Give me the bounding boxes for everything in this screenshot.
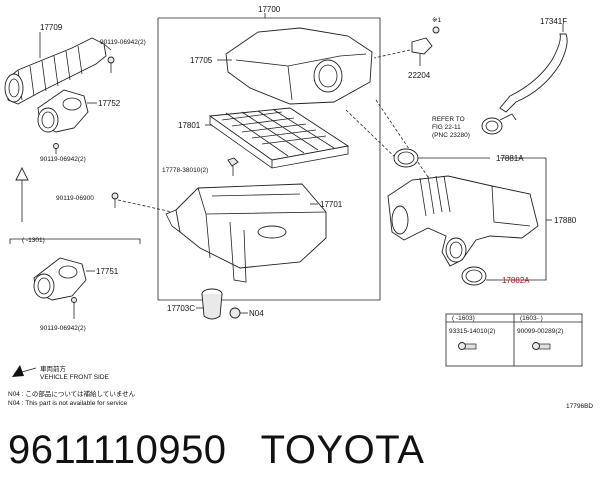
label-refer-to: REFER TO [432, 116, 465, 123]
label-17752: 17752 [98, 99, 121, 108]
label-22204: 22204 [408, 71, 431, 80]
label-90119-06900: 90119-06900 [56, 195, 94, 202]
label-17801: 17801 [178, 121, 201, 130]
assembly-bracket-17700 [157, 13, 381, 301]
cover-17705 [217, 27, 373, 105]
table-col2-head: (1603- ) [520, 315, 543, 322]
case-17701 [165, 183, 327, 283]
sensor-22204 [373, 26, 440, 66]
variant-box-1301 [9, 238, 141, 244]
table-col1-part: 93315-14010(2) [449, 328, 495, 335]
bolt-90119-06942-mid [53, 143, 59, 154]
label-90119-06942-mid: 90119-06942(2) [40, 156, 86, 163]
label-17882a[interactable]: 17882A [502, 276, 530, 285]
part-n04 [229, 307, 248, 319]
parts-diagram: 17700 17709 90119-06942(2) 17752 90119-0… [4, 5, 593, 410]
table-col1-head: ( -1603) [452, 315, 475, 322]
clip-17778-38010 [227, 157, 239, 176]
label-90119-06942-top: 90119-06942(2) [100, 39, 146, 46]
intake-hose-17880 [387, 175, 539, 267]
adapter-17752 [37, 89, 97, 133]
label-pnc-23280: (PNC 23280) [432, 132, 470, 139]
clamp-17881a [393, 148, 490, 168]
screw-90099-00289 [532, 342, 551, 350]
legend-arrow-en: VEHICLE FRONT SIDE [40, 374, 110, 381]
label-17705: 17705 [190, 56, 213, 65]
bolt-90119-06942-bot [71, 297, 77, 319]
part-number-caption: 9611110950 TOYOTA [8, 428, 425, 472]
clamp-refer-fig-22-11 [481, 113, 517, 135]
label-17881a: 17881A [496, 154, 524, 163]
intake-duct-17709 [4, 32, 107, 105]
legend-arrow-jp: 車両前方 [40, 364, 67, 373]
legend-note-en: N04 : This part is not available for ser… [8, 400, 127, 407]
label-fig-22-11: FIG 22-11 [432, 124, 461, 131]
grommet-17703c [196, 288, 223, 320]
front-arrow-up [15, 166, 29, 222]
bolt-90119-06942-top [103, 43, 115, 73]
screw-93315-14010 [458, 342, 477, 350]
adapter-17751 [33, 257, 95, 301]
diagram-ref-code: 17796BD [566, 403, 593, 410]
label-star1: ※1 [432, 17, 441, 24]
variant-table [445, 313, 583, 367]
legend-note-jp: N04 : この部品については補給していません [8, 389, 136, 398]
label-17701: 17701 [320, 200, 343, 209]
label-1301: ( -1301) [22, 237, 45, 244]
hose-17341f [499, 24, 568, 113]
label-n04: N04 [249, 309, 264, 318]
label-17703c: 17703C [167, 304, 195, 313]
label-17778-38010: 17778-38010(2) [162, 167, 208, 174]
label-17700: 17700 [258, 5, 281, 14]
label-90119-06942-bot: 90119-06942(2) [40, 325, 86, 332]
table-col2-part: 90099-00289(2) [517, 328, 563, 335]
label-17341f: 17341F [540, 17, 567, 26]
label-17751: 17751 [96, 267, 119, 276]
clamp-17882a [461, 266, 500, 286]
bolt-90119-06900 [111, 192, 173, 213]
label-17709: 17709 [40, 23, 63, 32]
label-17880: 17880 [554, 216, 577, 225]
filter-element-17801 [205, 107, 350, 169]
vehicle-front-arrow [12, 365, 37, 377]
